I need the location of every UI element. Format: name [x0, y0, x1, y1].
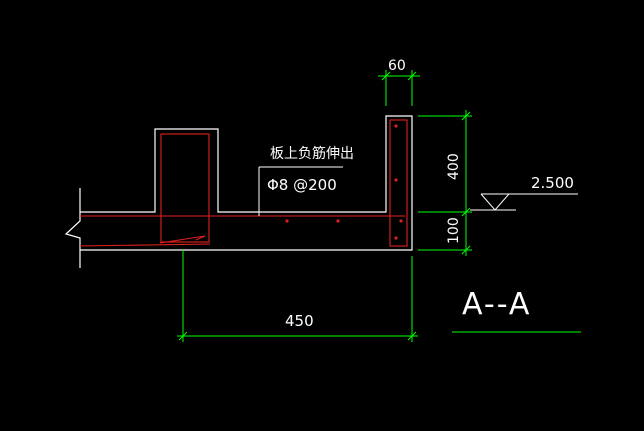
dim-lower-right-label: 100: [446, 217, 462, 244]
dim-top-label: 60: [388, 58, 406, 74]
break-line: [64, 188, 81, 268]
elevation-label: 2.500: [531, 174, 574, 192]
concrete-outline: [64, 115, 413, 268]
dimension-lines: [177, 70, 581, 342]
dim-upper-right-label: 400: [446, 153, 462, 180]
rebar-dots: [285, 124, 403, 240]
elevation-mark: [470, 193, 578, 211]
section-label: A--A: [462, 287, 531, 322]
rebar-spec: Φ8 @200: [267, 176, 337, 194]
note-label: 板上负筋伸出: [270, 145, 354, 162]
rebar: [79, 119, 408, 247]
dim-bottom-label: 450: [285, 312, 314, 330]
leader-line: [258, 166, 343, 216]
